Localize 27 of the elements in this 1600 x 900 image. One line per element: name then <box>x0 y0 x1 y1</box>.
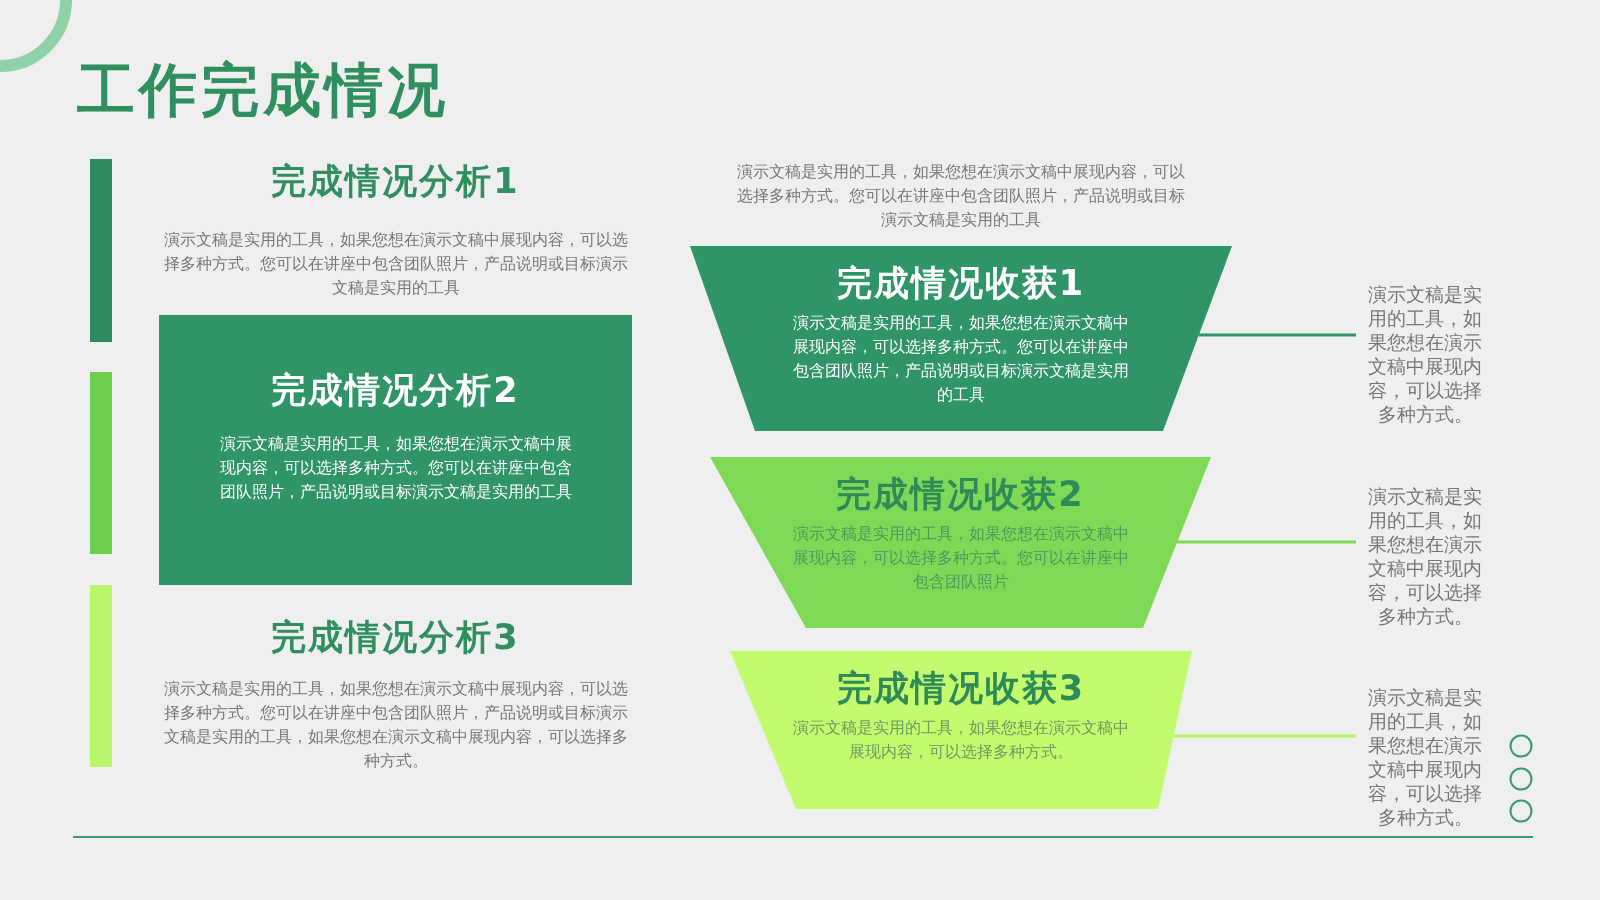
card-text: 演示文稿是实用的工具，如果您想在演示文稿中展现内容，可以选择多种方式。您可以在讲座中包含团队照片，产品说明或目标演示文稿是实用的工具 <box>218 433 573 503</box>
side-bar <box>90 159 112 342</box>
side-note: 演示文稿是实用的工具，如果您想在演示文稿中展现内容，可以选择多种方式。 <box>1367 685 1483 829</box>
section-card <box>159 315 632 585</box>
trapezoid-card <box>690 246 1232 431</box>
side-note: 演示文稿是实用的工具，如果您想在演示文稿中展现内容，可以选择多种方式。 <box>1367 282 1483 426</box>
card-text: 演示文稿是实用的工具，如果您想在演示文稿中展现内容，可以选择多种方式。您可以在讲座中包含团队照片 <box>791 523 1130 593</box>
trapezoid-card <box>730 651 1192 809</box>
description-text: 演示文稿是实用的工具，如果您想在演示文稿中展现内容，可以选择多种方式。您可以在讲座中包含团队照片，产品说明或目标演示文稿是实用的工具，如果您想在演示文稿中展现内容，可以选择多种方式。 <box>163 678 628 772</box>
section-heading: 完成情况分析1 <box>270 160 521 203</box>
side-bar <box>90 585 112 767</box>
slide-title: 工作完成情况 <box>77 55 449 126</box>
side-bar <box>90 372 112 554</box>
connector-line <box>1198 333 1356 337</box>
description-text: 演示文稿是实用的工具，如果您想在演示文稿中展现内容，可以选择多种方式。您可以在讲座中包含团队照片，产品说明或目标演示文稿是实用的工具 <box>163 229 628 299</box>
connector-line <box>1177 540 1356 544</box>
connector-line <box>1173 734 1356 738</box>
card-heading: 完成情况收获3 <box>835 667 1087 710</box>
description-text: 演示文稿是实用的工具，如果您想在演示文稿中展现内容，可以选择多种方式。您可以在讲座中包含团队照片，产品说明或目标演示文稿是实用的工具 <box>735 161 1186 231</box>
card-text: 演示文稿是实用的工具，如果您想在演示文稿中展现内容，可以选择多种方式。您可以在讲座中包含团队照片，产品说明或目标演示文稿是实用的工具 <box>792 312 1130 406</box>
card-text: 演示文稿是实用的工具，如果您想在演示文稿中展现内容，可以选择多种方式。 <box>792 717 1130 763</box>
side-note: 演示文稿是实用的工具，如果您想在演示文稿中展现内容，可以选择多种方式。 <box>1367 484 1483 628</box>
card-heading: 完成情况分析2 <box>270 369 521 412</box>
trapezoid-card <box>710 457 1211 628</box>
section-heading: 完成情况分析3 <box>270 616 521 659</box>
card-heading: 完成情况收获1 <box>835 262 1087 305</box>
card-heading: 完成情况收获2 <box>835 473 1086 516</box>
